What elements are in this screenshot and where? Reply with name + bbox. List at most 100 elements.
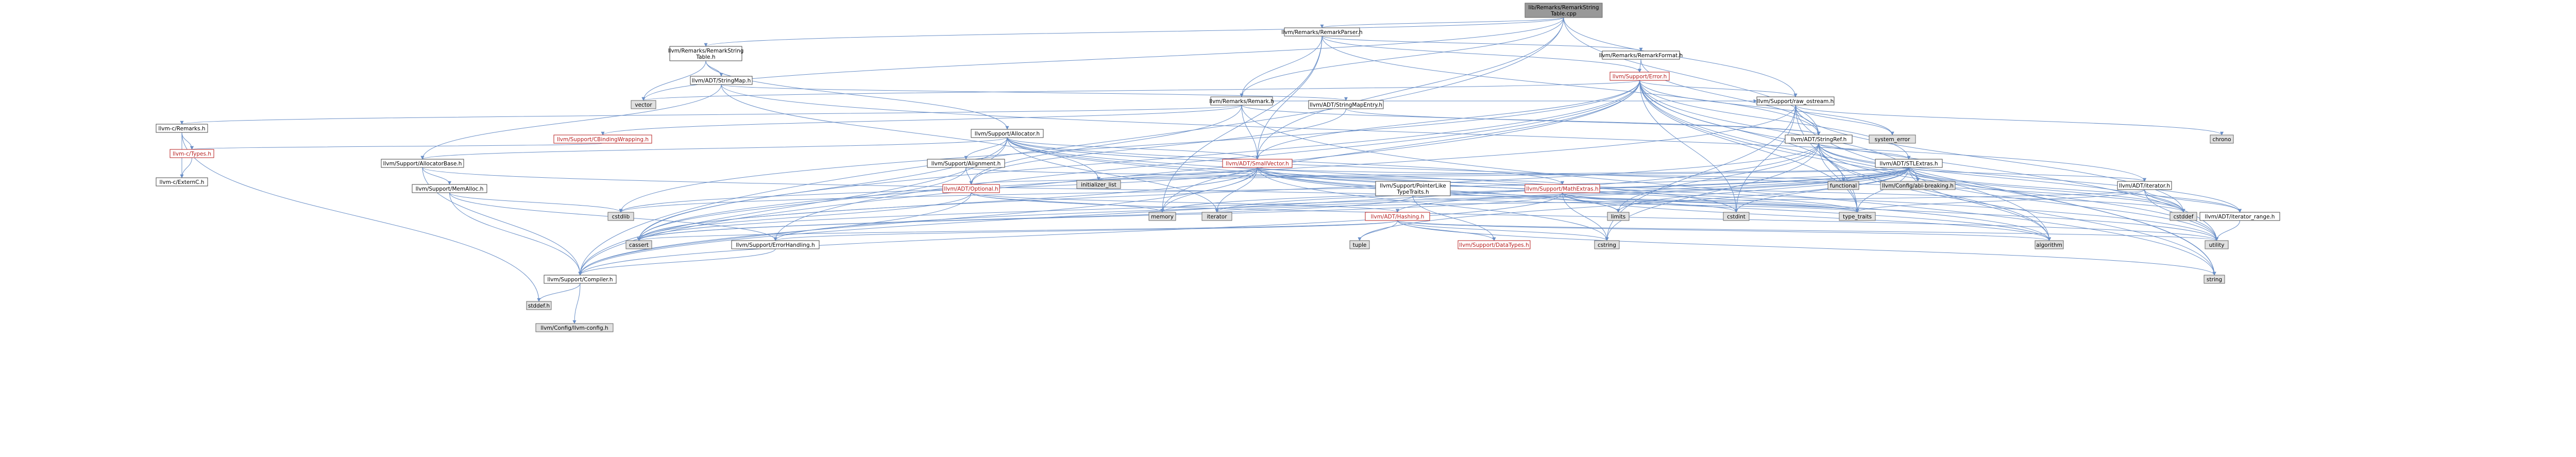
node-stddef: stddef.h xyxy=(526,301,552,310)
edge-error-to-smallvector xyxy=(1256,80,1640,160)
edge-ptrlike-to-typetraits xyxy=(1413,195,1859,213)
node-mathextras[interactable]: llvm/Support/MathExtras.h xyxy=(1524,184,1600,193)
node-cstring: cstring xyxy=(1594,240,1620,249)
edge-mathextras-to-cstring xyxy=(1562,192,1609,241)
node-stringmap[interactable]: llvm/ADT/StringMap.h xyxy=(690,76,753,85)
edge-mathextras-to-cstdint xyxy=(1562,192,1738,213)
node-cstring-label: cstring xyxy=(1598,242,1616,248)
node-remarkparser[interactable]: llvm/Remarks/RemarkParser.h xyxy=(1281,27,1363,37)
node-string: string xyxy=(2204,275,2225,284)
edge-remark-to-smallvector xyxy=(1241,105,1259,160)
edge-smallvector-to-cstdlib xyxy=(619,167,1258,213)
node-abibreaking: llvm/Config/abi-breaking.h xyxy=(1880,181,1956,190)
node-rawostream-label: llvm/Support/raw_ostream.h xyxy=(1757,98,1834,105)
edge-stlextras-to-optional xyxy=(970,167,1909,185)
node-optional[interactable]: llvm/ADT/Optional.h xyxy=(942,184,1000,193)
edge-error-to-cstdint xyxy=(1639,80,1738,213)
edge-ptrlike-to-cassert xyxy=(637,195,1413,241)
edge-compiler-to-stddef xyxy=(537,283,581,302)
node-iterrange[interactable]: llvm/ADT/iterator_range.h xyxy=(2199,212,2280,221)
node-llvmconfig-box xyxy=(535,323,614,332)
edge-remarkparser-to-stringref xyxy=(1321,36,1821,136)
edge-stlextras-to-algorithm xyxy=(1908,167,2051,241)
node-tuple-label: tuple xyxy=(1353,242,1367,248)
node-cbindingwrapping-label: llvm/Support/CBindingWrapping.h xyxy=(557,137,649,143)
node-allocator-box xyxy=(971,129,1044,138)
node-limits-box xyxy=(1607,212,1630,221)
node-errorhandling[interactable]: llvm/Support/ErrorHandling.h xyxy=(731,240,820,249)
node-optional-box xyxy=(942,184,1000,193)
node-llvmcremarks[interactable]: llvm-c/Remarks.h xyxy=(156,124,208,133)
node-cstdint-label: cstdint xyxy=(1727,214,1745,220)
edge-smallvector-to-algorithm xyxy=(1257,167,2051,241)
node-allocator[interactable]: llvm/Support/Allocator.h xyxy=(971,129,1044,138)
node-stlextras[interactable]: llvm/ADT/STLExtras.h xyxy=(1875,159,1943,168)
edge-errorhandling-to-compiler xyxy=(578,248,776,276)
edge-compiler-to-llvmconfig xyxy=(572,283,581,324)
node-allocatorbase-label: llvm/Support/AllocatorBase.h xyxy=(383,161,462,167)
node-stringmapentry[interactable]: llvm/ADT/StringMapEntry.h xyxy=(1308,100,1384,109)
node-stringref[interactable]: llvm/ADT/StringRef.h xyxy=(1785,134,1853,144)
node-hashing-label: llvm/ADT/Hashing.h xyxy=(1371,214,1425,220)
edge-smallvector-to-functional xyxy=(1257,167,1845,182)
edge-iterator-to-iteratorhdr xyxy=(1215,189,2145,213)
node-compiler[interactable]: llvm/Support/Compiler.h xyxy=(544,275,617,284)
node-abibreaking-box xyxy=(1880,181,1956,190)
node-memalloc-label: llvm/Support/MemAlloc.h xyxy=(416,186,484,192)
edge-root-to-remarkstringtable xyxy=(704,17,1564,47)
edge-allocator-to-utility xyxy=(1007,137,2218,241)
node-iterator[interactable]: llvm/ADT/iterator.h xyxy=(2117,181,2172,190)
node-remarkformat[interactable]: llvm/Remarks/RemarkFormat.h xyxy=(1599,50,1683,60)
edge-hashing-to-cstring xyxy=(1397,220,1609,241)
node-smallvector[interactable]: llvm/ADT/SmallVector.h xyxy=(1222,159,1293,168)
edge-allocator-to-cassert xyxy=(637,137,1008,241)
node-vector: vector xyxy=(631,100,656,109)
edge-ptrlike-to-datatypes xyxy=(1413,195,1496,241)
node-algorithm-box xyxy=(2035,240,2064,249)
edge-stringref-to-string xyxy=(1818,143,2216,276)
node-externc-label: llvm-c/ExternC.h xyxy=(160,179,205,185)
node-rawostream-box xyxy=(1756,96,1835,106)
edge-optional-to-cassert xyxy=(637,192,972,241)
edge-smallvector-to-utility xyxy=(1257,167,2218,241)
edge-error-to-cstdlib xyxy=(619,80,1640,213)
node-memalloc[interactable]: llvm/Support/MemAlloc.h xyxy=(412,184,487,193)
node-rawostream[interactable]: llvm/Support/raw_ostream.h xyxy=(1756,96,1835,106)
node-datatypes[interactable]: llvm/Support/DataTypes.h xyxy=(1458,240,1531,249)
node-memory: memory xyxy=(1148,212,1176,221)
node-remarkstringtable-box xyxy=(669,46,742,61)
node-error[interactable]: llvm/Support/Error.h xyxy=(1609,72,1670,81)
edge-memalloc-to-cstdlib xyxy=(449,192,623,213)
node-cassert-box xyxy=(625,240,652,249)
node-cstring-box xyxy=(1594,240,1620,249)
edge-error-to-cassert xyxy=(637,80,1640,241)
node-hashing[interactable]: llvm/ADT/Hashing.h xyxy=(1365,212,1430,221)
node-remark[interactable]: llvm/Remarks/Remark.h xyxy=(1209,96,1274,106)
node-allocatorbase[interactable]: llvm/Support/AllocatorBase.h xyxy=(381,159,464,168)
edge-mathextras-to-limits xyxy=(1562,192,1620,213)
edge-allocator-to-alignment xyxy=(964,137,1008,160)
node-externc[interactable]: llvm-c/ExternC.h xyxy=(156,177,208,187)
node-utility-box xyxy=(2205,240,2229,249)
node-cbindingwrapping[interactable]: llvm/Support/CBindingWrapping.h xyxy=(553,134,652,144)
node-ptrlike-label: llvm/Support/PointerLike xyxy=(1380,183,1446,189)
edge-stringref-to-cstring xyxy=(1605,143,1819,241)
edge-allocator-to-smallvector xyxy=(1007,137,1259,160)
node-root-box xyxy=(1524,3,1603,18)
node-llvmctypes[interactable]: llvm-c/Types.h xyxy=(170,149,214,158)
edge-smallvector-to-memory xyxy=(1160,167,1258,213)
node-limits-label: limits xyxy=(1611,214,1626,220)
node-alignment[interactable]: llvm/Support/Alignment.h xyxy=(927,159,1005,168)
edge-remark-to-cbindingwrapping xyxy=(601,105,1242,136)
edge-stlextras-to-cstdint xyxy=(1734,167,1909,213)
node-tuple: tuple xyxy=(1349,240,1370,249)
node-tuple-box xyxy=(1349,240,1370,249)
node-remarkformat-box xyxy=(1602,50,1680,60)
node-cstdint: cstdint xyxy=(1723,212,1750,221)
edge-hashing-to-utility xyxy=(1397,220,2218,241)
